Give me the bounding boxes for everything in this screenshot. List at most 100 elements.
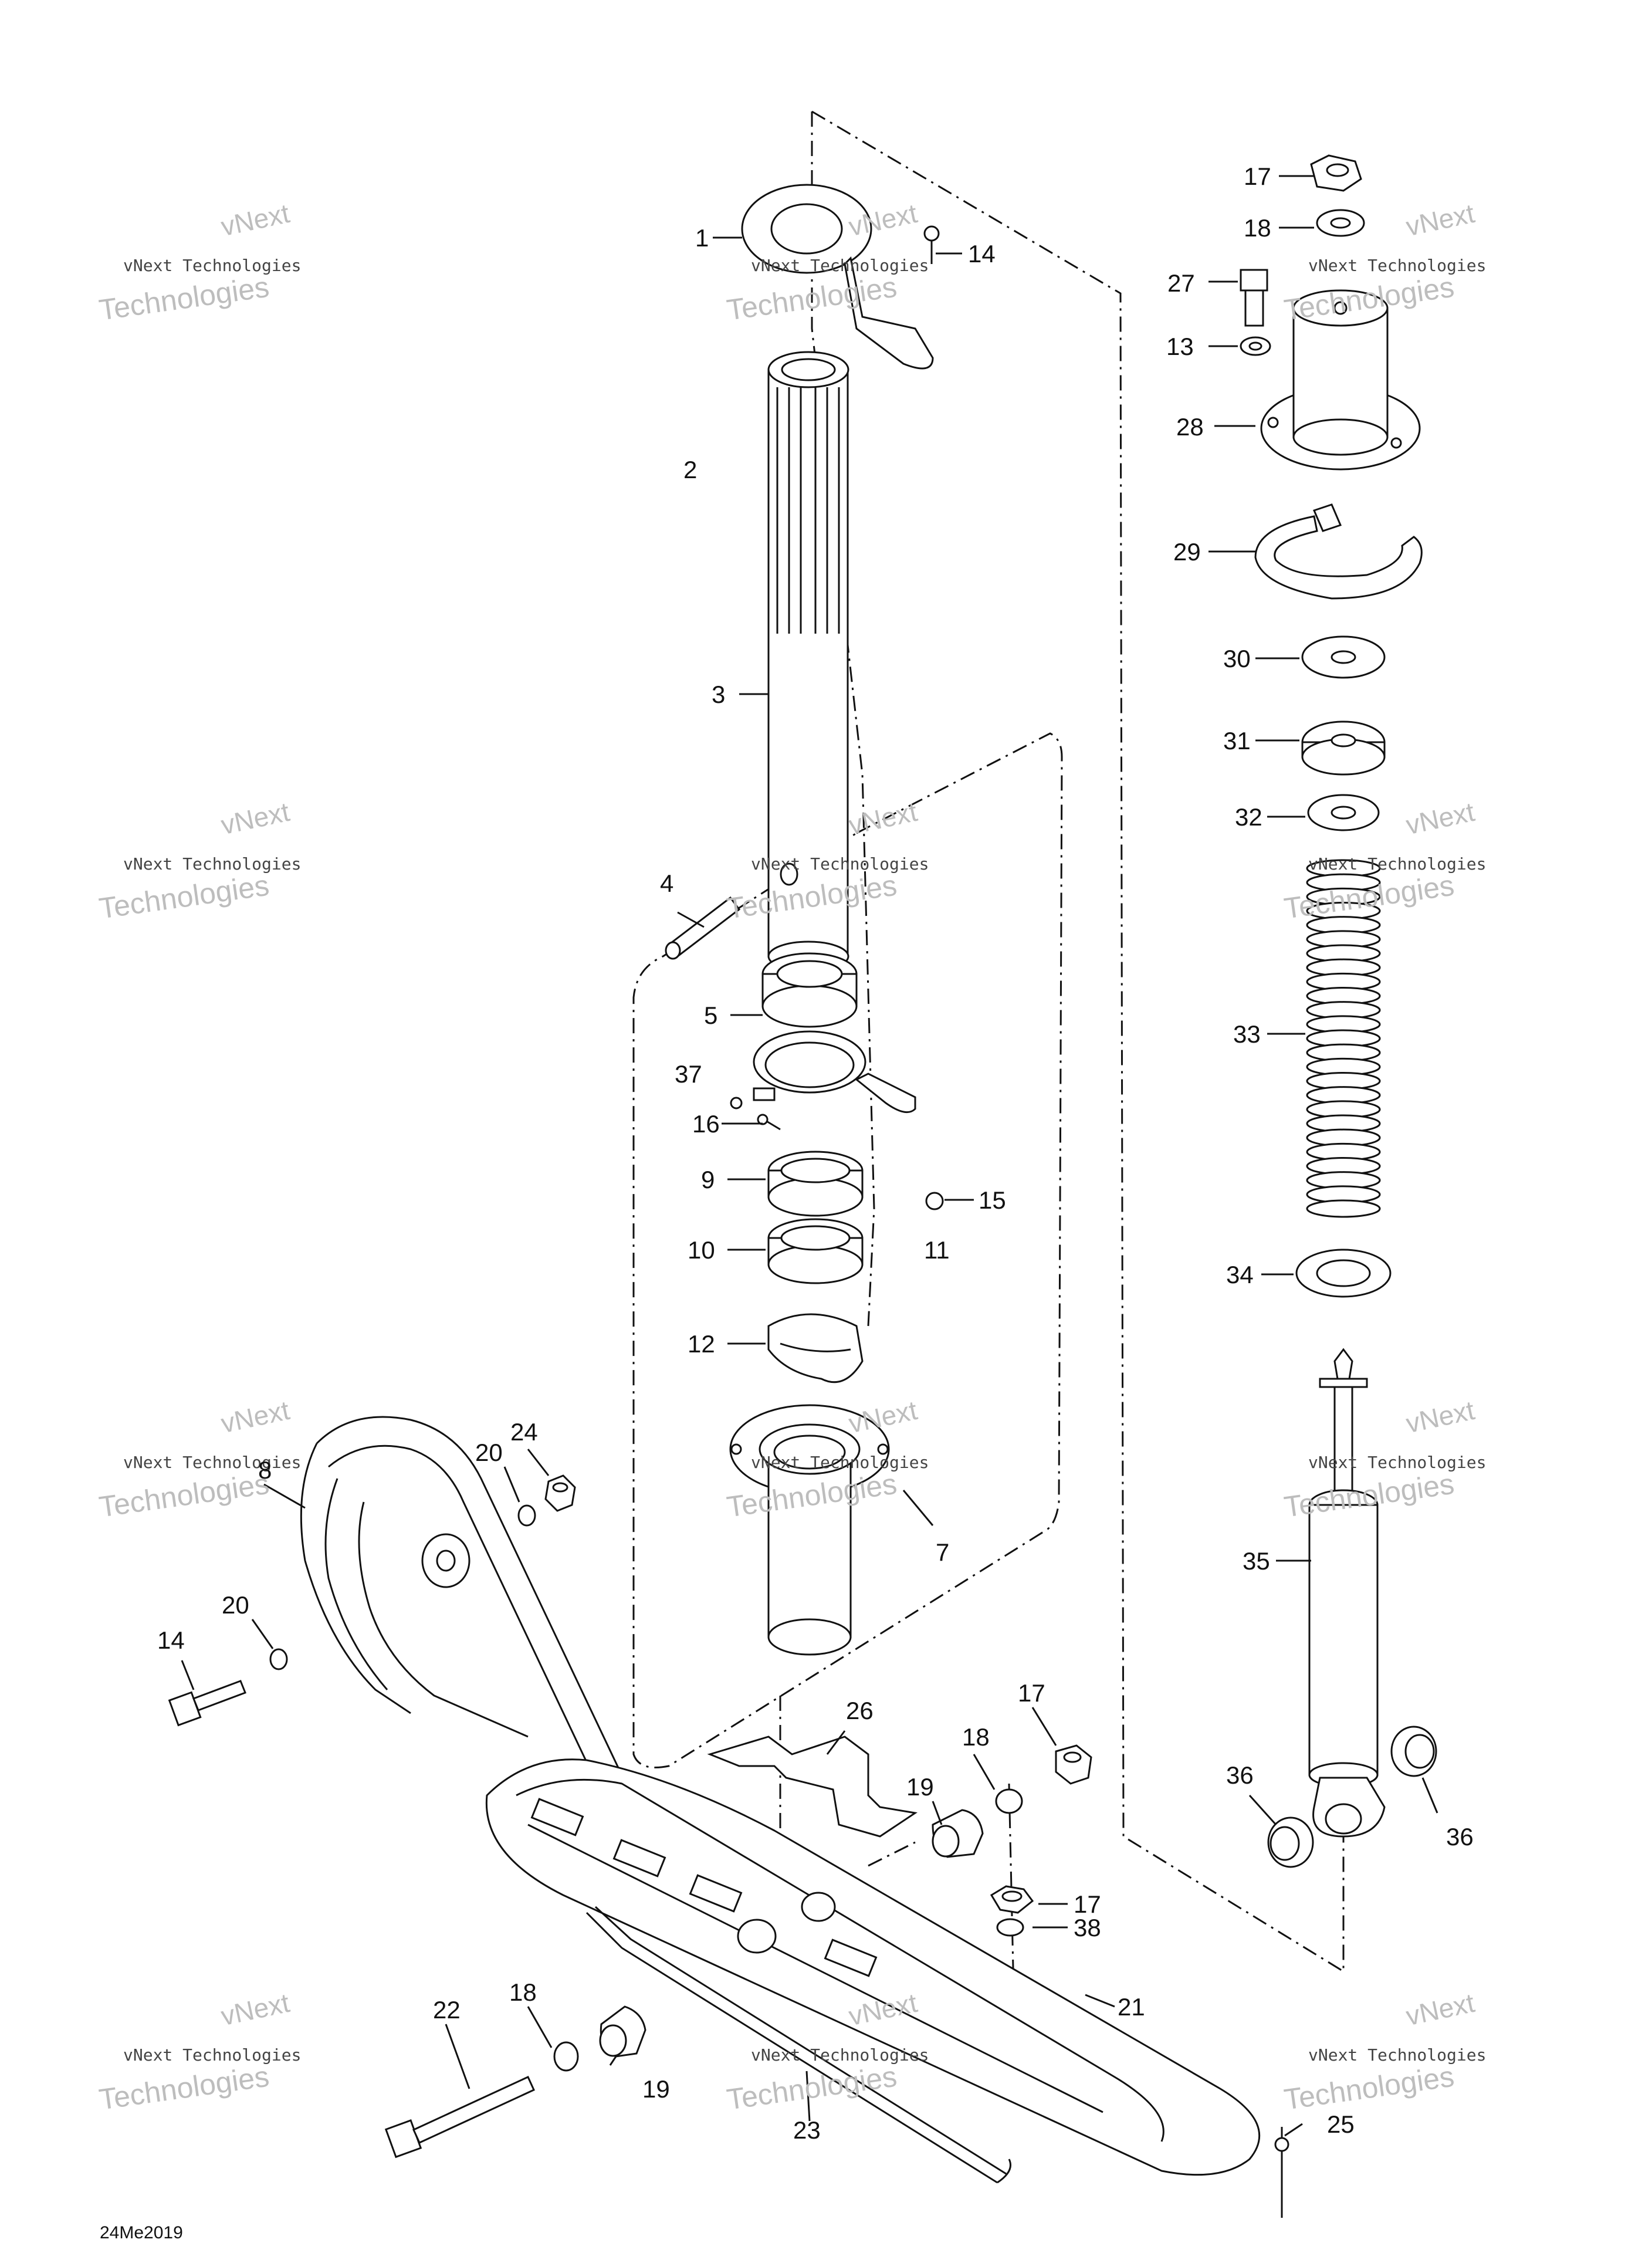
callout-35: 35 <box>1243 1547 1270 1575</box>
watermark-text: vNext Technologies <box>1308 1453 1486 1472</box>
watermark-text: vNext Technologies <box>123 854 301 874</box>
part-7-steering-housing <box>729 1404 890 1656</box>
callout-31: 31 <box>1223 727 1251 755</box>
callout-16: 16 <box>692 1110 720 1138</box>
column-bushing <box>761 952 858 1028</box>
watermark-text: vNext <box>1403 198 1477 242</box>
callout-34: 34 <box>1226 1261 1254 1288</box>
watermark-text: vNext Technologies <box>751 854 929 874</box>
watermark-text: vNext Technologies <box>751 1453 929 1472</box>
callout-38: 38 <box>1074 1914 1101 1941</box>
callout-26: 26 <box>846 1697 874 1724</box>
watermark-text: vNext <box>1403 796 1477 840</box>
part-5-clamp <box>753 1030 916 1114</box>
shock-absorber-group <box>1240 154 1437 1868</box>
part-14-bolt-lower <box>168 1680 246 1727</box>
callout-23: 23 <box>793 2116 821 2144</box>
part-36-bushing-right <box>1390 1726 1437 1777</box>
callout-19-lower: 19 <box>642 2075 670 2103</box>
callout-17-lower: 17 <box>1074 1890 1101 1918</box>
watermark-text: Technologies <box>97 1467 271 1524</box>
callout-14-upper: 14 <box>968 240 996 268</box>
watermark-text: vNext <box>218 1395 292 1439</box>
callout-15: 15 <box>979 1186 1006 1214</box>
watermark-text: vNext <box>1403 1395 1477 1439</box>
part-18-washer-lower <box>553 2041 579 2072</box>
callout-12: 12 <box>688 1330 715 1358</box>
callout-21: 21 <box>1118 1993 1145 2021</box>
watermark-text: Technologies <box>97 270 271 327</box>
part-17-nut-lower <box>990 1885 1034 1914</box>
part-31-washer <box>1301 720 1386 776</box>
part-1-steering-bracket <box>741 184 934 370</box>
part-32-washer <box>1307 794 1380 831</box>
part-21-ski <box>485 1758 1261 2176</box>
watermark-text: vNext Technologies <box>123 1453 301 1472</box>
part-18-washer-upper <box>995 1788 1023 1814</box>
part-29-retaining-ring <box>1254 503 1423 600</box>
part-19-bushing-lower <box>599 2005 646 2058</box>
part-27-bolt <box>1240 269 1268 327</box>
callout-8: 8 <box>258 1456 272 1484</box>
part-35-shock-absorber <box>1308 1348 1386 1838</box>
part-12-seal <box>767 1313 864 1383</box>
watermark-text: vNext <box>1403 1987 1477 2031</box>
callout-24: 24 <box>510 1418 538 1446</box>
ski-leg-assembly <box>300 1416 1289 2218</box>
callout-18-upper: 18 <box>962 1723 990 1751</box>
watermark-text: vNext Technologies <box>1308 256 1486 275</box>
watermark-text: vNext Technologies <box>751 2045 929 2065</box>
leader-lines <box>181 175 1438 2137</box>
part-15-nut <box>925 1192 944 1210</box>
callout-28: 28 <box>1176 413 1204 441</box>
diagram-code: 24Me2019 <box>100 2223 183 2242</box>
callout-20-upper: 20 <box>475 1439 503 1466</box>
watermark-text: vNext Technologies <box>1308 854 1486 874</box>
part-34-washer <box>1295 1249 1392 1298</box>
part-20-washer-upper <box>517 1504 536 1527</box>
part-16-bolt <box>757 1114 781 1131</box>
watermark-text: Technologies <box>97 2060 271 2116</box>
part-10-bushing <box>767 1218 864 1284</box>
watermark-text: Technologies <box>725 2060 899 2116</box>
part-8-ski-leg <box>300 1416 646 1837</box>
callout-22: 22 <box>433 1996 461 2024</box>
watermark-text: vNext <box>218 198 292 242</box>
callout-9: 9 <box>701 1166 715 1193</box>
callout-37: 37 <box>675 1060 702 1088</box>
callout-labels: 1 2 3 4 5 7 8 9 10 11 12 13 14 14 15 16 … <box>157 163 1474 2144</box>
part-18-top-washer <box>1316 209 1365 237</box>
callout-18-lower: 18 <box>509 1978 537 2006</box>
callout-7: 7 <box>936 1538 949 1566</box>
callout-14-lower: 14 <box>157 1626 185 1654</box>
callout-27: 27 <box>1167 269 1195 297</box>
callout-29: 29 <box>1173 538 1201 566</box>
callout-17-upper: 17 <box>1018 1679 1045 1707</box>
watermark-text: vNext Technologies <box>751 256 929 275</box>
callout-25: 25 <box>1327 2110 1355 2138</box>
callout-36-left: 36 <box>1226 1761 1254 1789</box>
callout-10: 10 <box>688 1236 715 1264</box>
hardware <box>168 225 1092 2159</box>
spring-coil <box>1306 1199 1381 1218</box>
callout-30: 30 <box>1223 645 1251 672</box>
callout-1: 1 <box>695 224 709 252</box>
part-13-washer <box>1240 336 1271 356</box>
callout-13-right: 13 <box>1166 333 1194 360</box>
part-37-screw <box>730 1097 743 1109</box>
part-33-spring <box>1306 859 1381 1218</box>
watermark-text: vNext <box>218 796 292 840</box>
watermark-text: vNext Technologies <box>123 256 301 275</box>
part-17-top-nut <box>1310 154 1362 192</box>
part-26-bracket <box>707 1736 918 1838</box>
part-14-bolt-upper <box>923 225 940 264</box>
watermark-text: Technologies <box>97 869 271 925</box>
watermark-text: Technologies <box>1282 2060 1456 2116</box>
part-25-carbide-stud <box>1274 2127 1289 2218</box>
callout-32: 32 <box>1235 803 1262 831</box>
part-36-bushing-left <box>1267 1816 1314 1868</box>
part-9-bushing <box>767 1151 864 1217</box>
callout-11: 11 <box>924 1236 950 1264</box>
part-22-bolt <box>384 2076 535 2159</box>
